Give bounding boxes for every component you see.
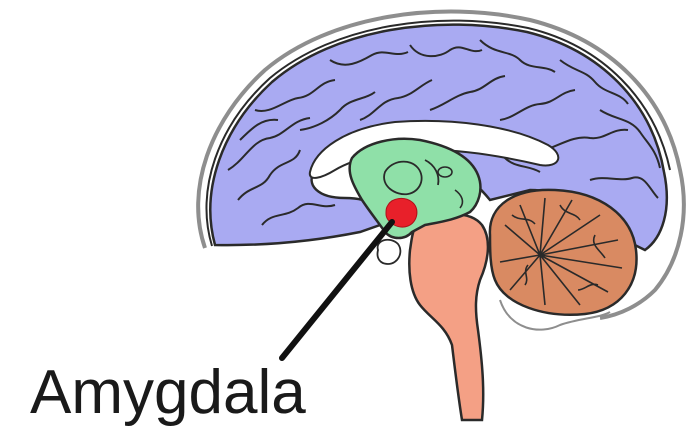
brainstem bbox=[409, 214, 488, 420]
pituitary bbox=[377, 240, 400, 264]
amygdala-label: Amygdala bbox=[30, 362, 306, 424]
